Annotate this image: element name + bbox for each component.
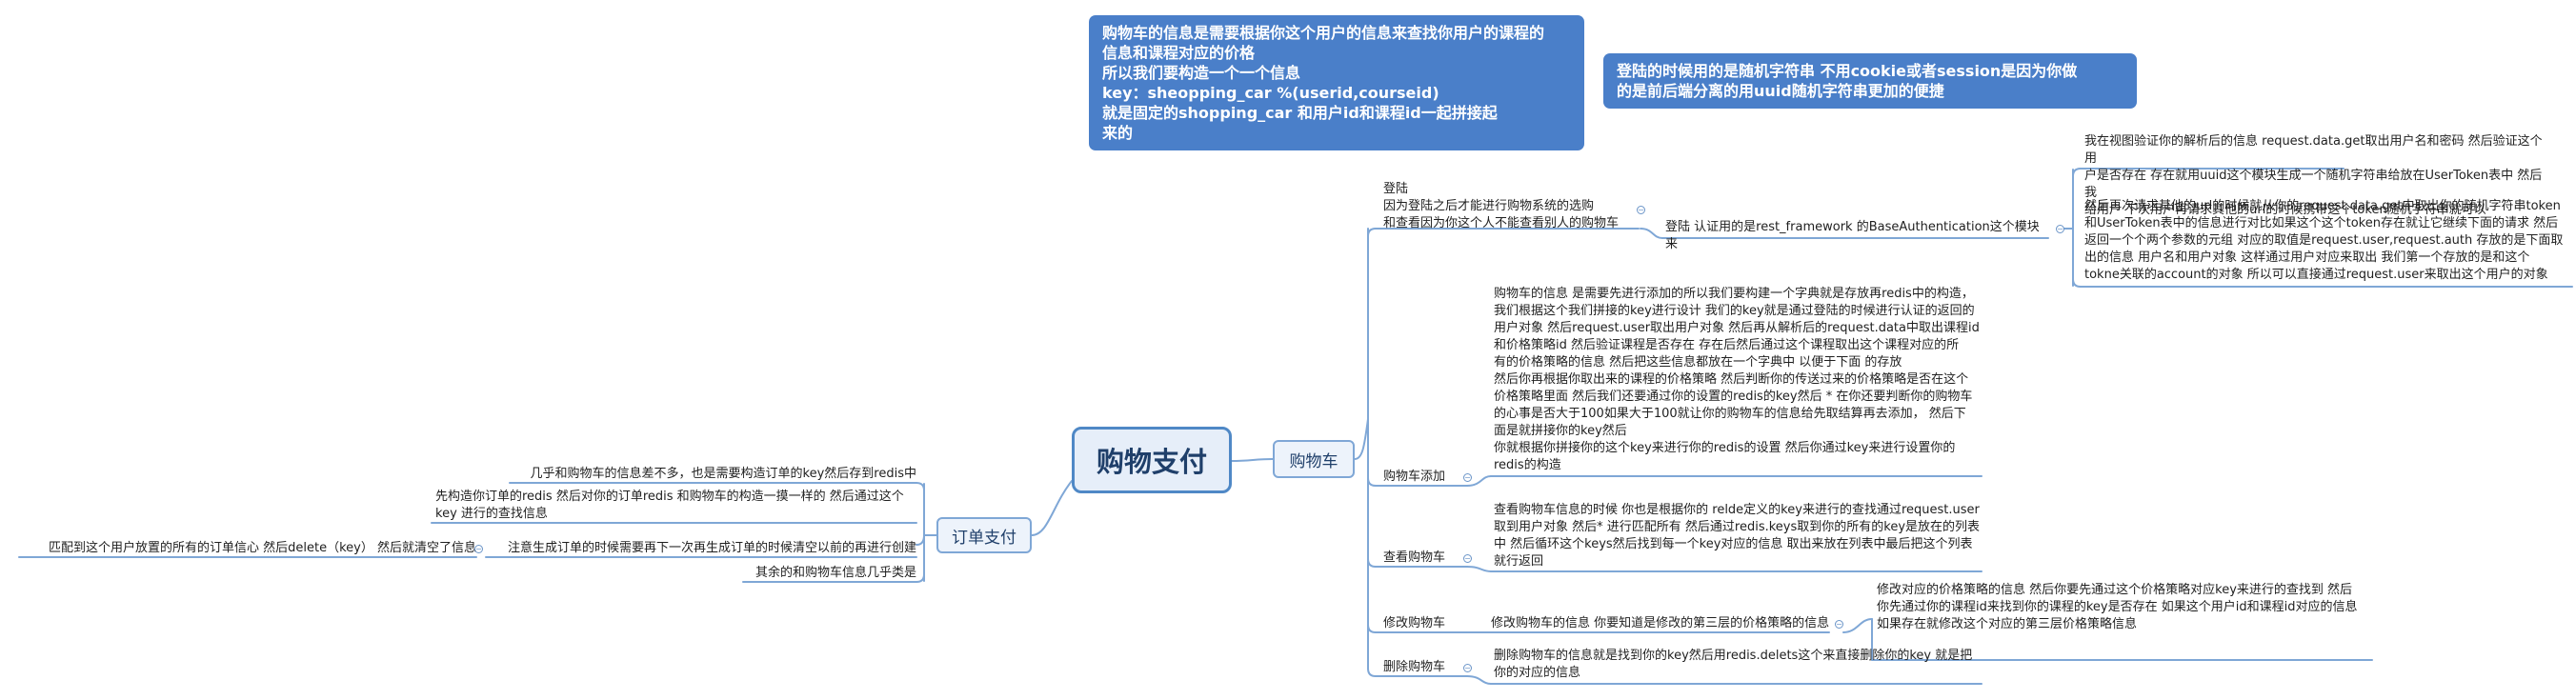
note-login-token[interactable]: 登陆的时候用的是随机字符串 不用cookie或者session是因为你做 的是前… [1603, 53, 2137, 109]
order-clear-detail: 匹配到这个用户放置的所有的订单信心 然后delete（key） 然后就清空了信息 [49, 541, 476, 555]
cart-view-node[interactable]: 查看购物车 [1383, 550, 1446, 565]
order-item-1[interactable]: 几乎和购物车的信息差不多，也是需要构造订单的key然后存到redis中 [530, 467, 916, 481]
cart-delete-node[interactable]: 删除购物车 [1383, 660, 1446, 674]
auth-node[interactable]: 登陆 认证用的是rest_framework 的BaseAuthenticati… [1665, 220, 2040, 251]
collapse-modify-icon[interactable]: − [1835, 620, 1843, 629]
cart-add-detail: 购物车的信息 是需要先进行添加的所以我们要构建一个字典就是存放再redis中的构… [1494, 287, 1980, 472]
cart-modify-node[interactable]: 修改购物车 [1383, 616, 1446, 630]
order-item-3[interactable]: 注意生成订单的时候需要再下一次再生成订单的时候清空以前的再进行创建 [507, 541, 916, 555]
order-item-4[interactable]: 其余的和购物车信息几乎类是 [755, 566, 916, 580]
auth-detail-1: 我在视图验证你的解析后的信息 request.data.get取出用户名和密码 … [2084, 134, 2543, 217]
note-cart-key[interactable]: 购物车的信息是需要根据你这个用户的信息来查找你用户的课程的 信息和课程对应的价格… [1089, 15, 1584, 150]
collapse-view-icon[interactable]: − [1463, 554, 1472, 563]
login-node[interactable]: 登陆 因为登陆之后才能进行购物系统的选购 和查看因为你这个人不能查看别人的购物车 [1383, 182, 1620, 230]
collapse-auth-icon[interactable]: − [2056, 225, 2064, 233]
cart-modify-detail: 修改购物车的信息 你要知道是修改的第三层的价格策略的信息 [1491, 616, 1830, 630]
order-item-2[interactable]: 先构造你订单的redis 然后对你的订单redis 和购物车的构造一摸一样的 然… [435, 490, 904, 521]
cart-add-node[interactable]: 购物车添加 [1383, 470, 1446, 484]
collapse-add-icon[interactable]: − [1463, 473, 1472, 482]
cart-node[interactable]: 购物车 [1273, 440, 1355, 478]
cart-delete-detail: 删除购物车的信息就是找到你的key然后用redis.delets这个来直接删除你… [1494, 649, 1973, 680]
order-node[interactable]: 订单支付 [936, 517, 1032, 553]
collapse-login-icon[interactable]: − [1637, 206, 1645, 214]
root-node[interactable]: 购物支付 [1072, 427, 1232, 493]
auth-detail-2: 然后再次请求其他的url的时候就从你的request.data.get中取出你的… [2084, 199, 2564, 282]
cart-modify-extra: 修改对应的价格策略的信息 然后你要先通过这个价格策略对应key来进行的查找到 然… [1877, 583, 2358, 631]
collapse-delete-icon[interactable]: − [1463, 664, 1472, 672]
cart-view-detail: 查看购物车信息的时候 你也是根据你的 relde定义的key来进行的查找通过re… [1494, 503, 1981, 569]
collapse-order-clear-icon[interactable]: − [474, 545, 483, 553]
